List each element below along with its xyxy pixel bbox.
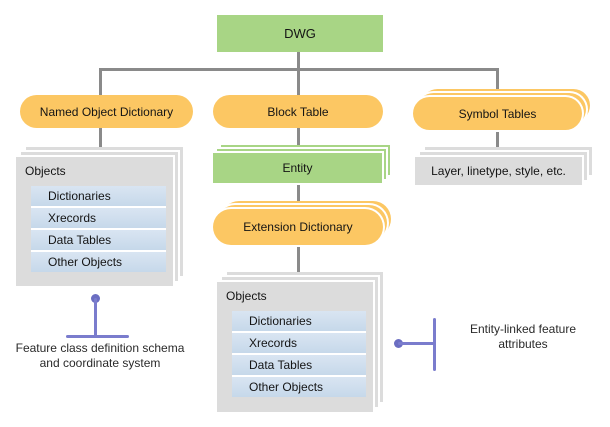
annotation-right-line1: Entity-linked feature [469,322,577,336]
block-table-node: Block Table [213,95,383,128]
connector-line [297,245,300,283]
block-table-label: Block Table [267,104,329,119]
object-row: Data Tables [31,228,166,250]
named-object-dictionary-label: Named Object Dictionary [39,104,174,119]
annotation-right-text: Entity-linked feature attributes [444,322,602,352]
annotation-line [398,342,436,345]
extension-dictionary-label: Extension Dictionary [243,220,353,234]
connector-line [297,68,300,96]
dwg-node-label: DWG [284,26,316,41]
object-row: Dictionaries [232,311,366,331]
symbol-tables-node: Symbol Tables [413,89,590,130]
annotation-line [94,298,97,337]
objects-panel-bottom: Objects Dictionaries Xrecords Data Table… [217,272,383,412]
annotation-line [433,318,436,371]
annotation-left-text: Feature class definition schema and coor… [4,341,196,371]
annotation-left-line1: Feature class definition schema [15,341,185,355]
annotation-line [66,335,129,338]
connector-line [297,128,300,154]
annotation-right-line2: attributes [498,337,548,351]
named-object-dictionary-node: Named Object Dictionary [20,95,193,128]
symbol-tables-detail-box: Layer, linetype, style, etc. [415,147,592,185]
object-row: Dictionaries [31,186,166,206]
connector-line [99,68,102,96]
object-row: Data Tables [232,353,366,375]
connector-line [496,68,499,98]
connector-line [297,183,300,210]
entity-node: Entity [213,145,390,183]
object-row: Other Objects [31,250,166,272]
extension-dictionary-node: Extension Dictionary [213,201,391,245]
symbol-tables-detail-label: Layer, linetype, style, etc. [431,164,566,178]
object-rows: Dictionaries Xrecords Data Tables Other … [232,311,366,397]
object-row: Xrecords [232,331,366,353]
object-row: Other Objects [232,375,366,397]
connector-line [496,130,499,158]
symbol-tables-front: Symbol Tables [413,97,582,130]
dwg-node: DWG [217,15,383,52]
connector-line [297,50,300,70]
objects-panel-left: Objects Dictionaries Xrecords Data Table… [16,147,183,286]
annotation-left-line2: and coordinate system [39,356,161,370]
panel-title: Objects [25,164,66,178]
connector-line [99,128,102,158]
extension-dictionary-front: Extension Dictionary [213,209,383,245]
symbol-tables-label: Symbol Tables [458,106,537,121]
symbol-tables-detail-front: Layer, linetype, style, etc. [415,157,582,185]
entity-front: Entity [213,153,382,183]
entity-label: Entity [282,161,313,175]
panel-title: Objects [226,289,267,303]
object-row: Xrecords [31,206,166,228]
objects-panel-bottom-body: Objects Dictionaries Xrecords Data Table… [217,282,373,412]
object-rows: Dictionaries Xrecords Data Tables Other … [31,186,166,272]
objects-panel-left-body: Objects Dictionaries Xrecords Data Table… [16,157,173,286]
